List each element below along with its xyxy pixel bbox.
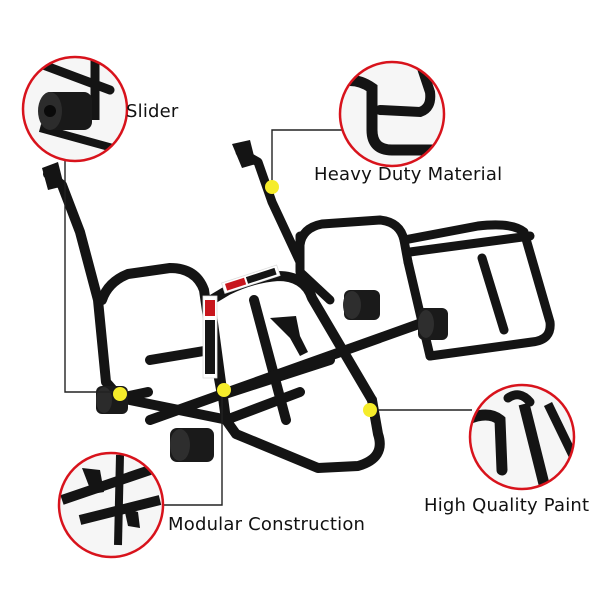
center-bracket	[270, 316, 308, 356]
marker-dot-slider	[113, 387, 127, 401]
mount-tab-left	[42, 162, 64, 190]
leader-lines	[64, 127, 472, 506]
frame-right-side	[235, 147, 555, 361]
modular-closeup	[60, 454, 162, 546]
mount-tab-right	[232, 140, 256, 168]
callout-label-slider: Slider	[126, 101, 179, 122]
callout-circle-modular	[57, 451, 165, 559]
callout-label-paint: High Quality Paint	[424, 495, 590, 516]
callout-circle-slider	[21, 55, 129, 163]
marker-dot-modular	[217, 383, 231, 397]
slider-front-center	[170, 428, 214, 462]
cross-tube	[145, 315, 435, 425]
callout-label-heavy-duty: Heavy Duty Material	[314, 164, 503, 185]
marker-dot-paint	[363, 403, 377, 417]
slider-closeup	[25, 57, 122, 154]
callout-circle-paint	[468, 383, 576, 491]
brand-sticker-top	[221, 264, 281, 294]
callout-label-modular: Modular Construction	[168, 514, 366, 535]
brand-sticker	[202, 295, 218, 379]
slider-rear-left	[343, 290, 380, 320]
callout-circle-heavy-duty	[338, 60, 446, 168]
slider-rear-right	[418, 308, 448, 340]
marker-dot-heavy-duty	[265, 180, 279, 194]
